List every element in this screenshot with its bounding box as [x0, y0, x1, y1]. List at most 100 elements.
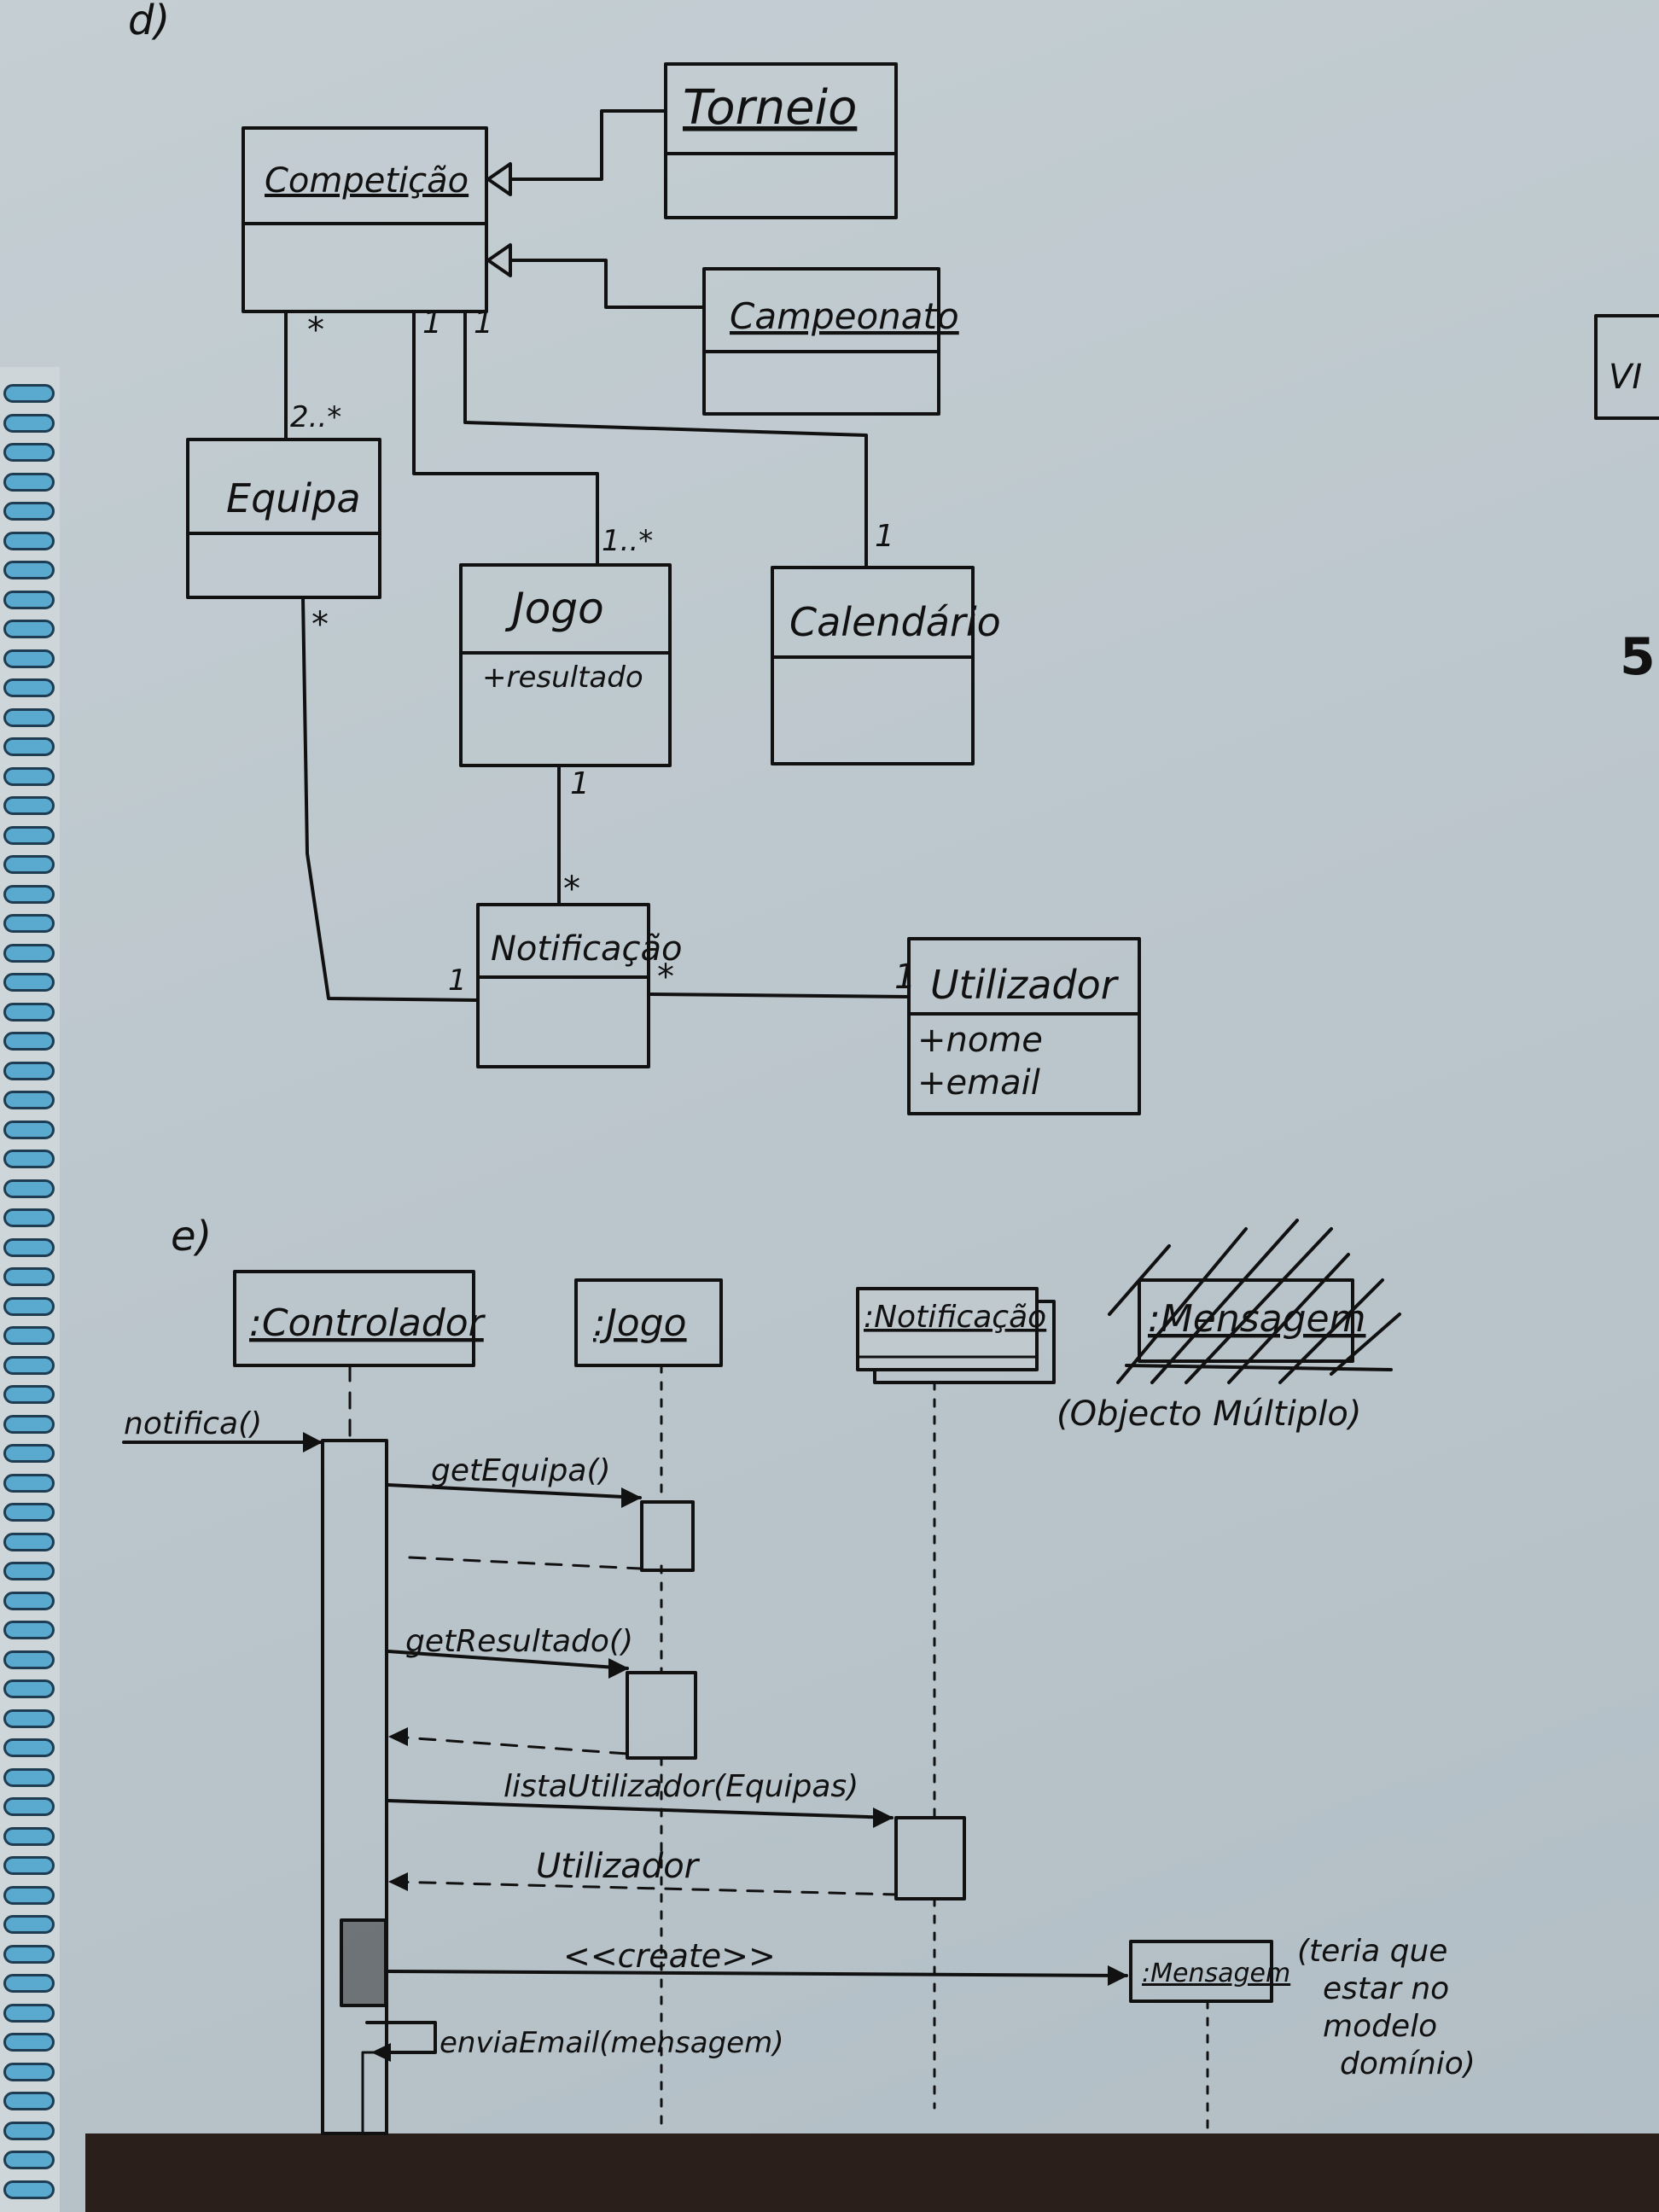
spiral-coil — [3, 443, 55, 462]
spiral-coil — [3, 384, 55, 403]
lifeline-jogo: :Jogo — [574, 1278, 723, 2127]
message-lista-utilizador: listaUtilizador(Equipas) — [387, 1769, 966, 1901]
spiral-coil — [3, 1944, 55, 1964]
spiral-coil — [3, 1679, 55, 1698]
multi-object-note: (Objecto Múltiplo) — [1057, 1394, 1361, 1434]
spiral-coil — [3, 1296, 55, 1316]
lifeline-jogo-name: :Jogo — [593, 1301, 687, 1345]
spiral-coil — [3, 2180, 55, 2199]
lifeline-controlador-name: :Controlador — [249, 1301, 486, 1345]
spiral-coil — [3, 1414, 55, 1434]
spiral-coil — [3, 1444, 55, 1463]
spiral-coil — [3, 678, 55, 697]
class-torneio: Torneio — [664, 62, 898, 219]
spiral-coil — [3, 1326, 55, 1345]
spiral-coil — [3, 2092, 55, 2110]
create-activation-hatched — [341, 1920, 386, 2005]
class-notificacao-name: Notificação — [491, 929, 683, 969]
spiral-coil — [3, 1915, 55, 1934]
message-notifica: notifica() — [122, 1406, 324, 1452]
spiral-coil — [3, 1150, 55, 1168]
spiral-coil — [3, 1032, 55, 1051]
spiral-coil — [3, 2003, 55, 2023]
spiral-coil — [3, 1002, 55, 1022]
spiral-coil — [3, 973, 55, 992]
mult-comp-jogo-bottom: 1..* — [602, 524, 653, 558]
spiral-coil — [3, 1355, 55, 1375]
spiral-coil — [3, 1385, 55, 1404]
spiral-coil — [3, 2033, 55, 2052]
cross-out-hatching — [1108, 1219, 1401, 1384]
spiral-coil — [3, 1856, 55, 1875]
class-calendario-name: Calendário — [789, 599, 1001, 645]
assoc-equipa-notificacao — [301, 596, 480, 1002]
created-note-line-1: (teria que — [1297, 1934, 1447, 1969]
message-envia-email: enviaEmail(mensagem) — [361, 2021, 783, 2135]
spiral-coil — [3, 590, 55, 609]
mult-jogo-notif-top: 1 — [570, 766, 590, 801]
mult-comp-cal-bottom: 1 — [875, 519, 894, 554]
mult-comp-cal-top: 1 — [474, 306, 493, 341]
created-object-mensagem-name: :Mensagem — [1142, 1959, 1290, 1988]
spiral-coil — [3, 707, 55, 727]
message-lista-utilizador-label: listaUtilizador(Equipas) — [504, 1769, 859, 1804]
mult-jogo-notif-bottom: * — [563, 870, 580, 909]
assoc-notificacao-utilizador — [647, 992, 911, 998]
spiral-coil — [3, 1708, 55, 1728]
message-notifica-label: notifica() — [124, 1406, 262, 1441]
mult-equipa-notif-top: * — [311, 605, 329, 644]
message-get-resultado-label: getResultado() — [405, 1624, 633, 1659]
spiral-coil — [3, 2151, 55, 2169]
class-utilizador-name: Utilizador — [930, 962, 1120, 1008]
spiral-coil — [3, 1237, 55, 1257]
spiral-coil — [3, 2121, 55, 2140]
spiral-coil — [3, 1621, 55, 1639]
spiral-coil — [3, 825, 55, 845]
created-note-line-3: modelo — [1323, 2009, 1437, 2044]
spiral-coil — [3, 884, 55, 904]
class-utilizador: Utilizador +nome +email — [907, 937, 1141, 1115]
message-envia-email-label: enviaEmail(mensagem) — [439, 2026, 783, 2060]
spiral-coil — [3, 1532, 55, 1551]
spiral-coil — [3, 943, 55, 963]
lifeline-notificacao-name: :Notificação — [864, 1300, 1046, 1335]
spiral-coil — [3, 1797, 55, 1816]
spiral-coil — [3, 620, 55, 638]
margin-box: VI — [1594, 314, 1659, 420]
lifeline-mensagem-crossed: :Mensagem — [1108, 1219, 1401, 1384]
spiral-coil — [3, 1562, 55, 1580]
inheritance-torneio — [486, 109, 667, 196]
assoc-competicao-jogo — [412, 310, 599, 567]
spiral-coil — [3, 737, 55, 756]
message-get-equipa: getEquipa() — [387, 1453, 695, 1572]
class-competicao-name: Competição — [265, 161, 469, 201]
message-utilizador-return: Utilizador — [388, 1847, 898, 1896]
lifeline-notificacao: :Notificação — [856, 1287, 1056, 2110]
spiral-coil — [3, 1473, 55, 1493]
spiral-binding — [0, 367, 60, 2212]
class-campeonato-name: Campeonato — [730, 295, 959, 337]
message-get-equipa-label: getEquipa() — [431, 1453, 611, 1488]
mult-equipa-notif-bottom: 1 — [448, 963, 467, 998]
inheritance-campeonato — [486, 243, 706, 309]
spiral-coil — [3, 1267, 55, 1286]
class-jogo: Jogo +resultado — [459, 563, 672, 767]
margin-number: 5 — [1620, 627, 1656, 687]
message-create: <<create>> — [387, 1937, 1128, 1986]
mult-comp-equipa-top: * — [307, 311, 324, 350]
spiral-coil — [3, 1503, 55, 1522]
spiral-coil — [3, 1974, 55, 1993]
class-utilizador-attr-email: +email — [917, 1063, 1040, 1103]
mult-comp-jogo-top: 1 — [422, 306, 442, 341]
mult-notif-util-right: 1 — [894, 958, 916, 997]
spiral-coil — [3, 2062, 55, 2081]
spiral-coil — [3, 1179, 55, 1198]
spiral-coil — [3, 561, 55, 579]
mult-notif-util-left: * — [657, 958, 674, 997]
section-e-label: e) — [171, 1213, 212, 1260]
assoc-competicao-calendario — [463, 310, 868, 569]
class-equipa: Equipa — [186, 438, 381, 599]
spiral-coil — [3, 472, 55, 492]
message-create-label: <<create>> — [563, 1937, 776, 1975]
class-calendario: Calendário — [771, 566, 1001, 765]
